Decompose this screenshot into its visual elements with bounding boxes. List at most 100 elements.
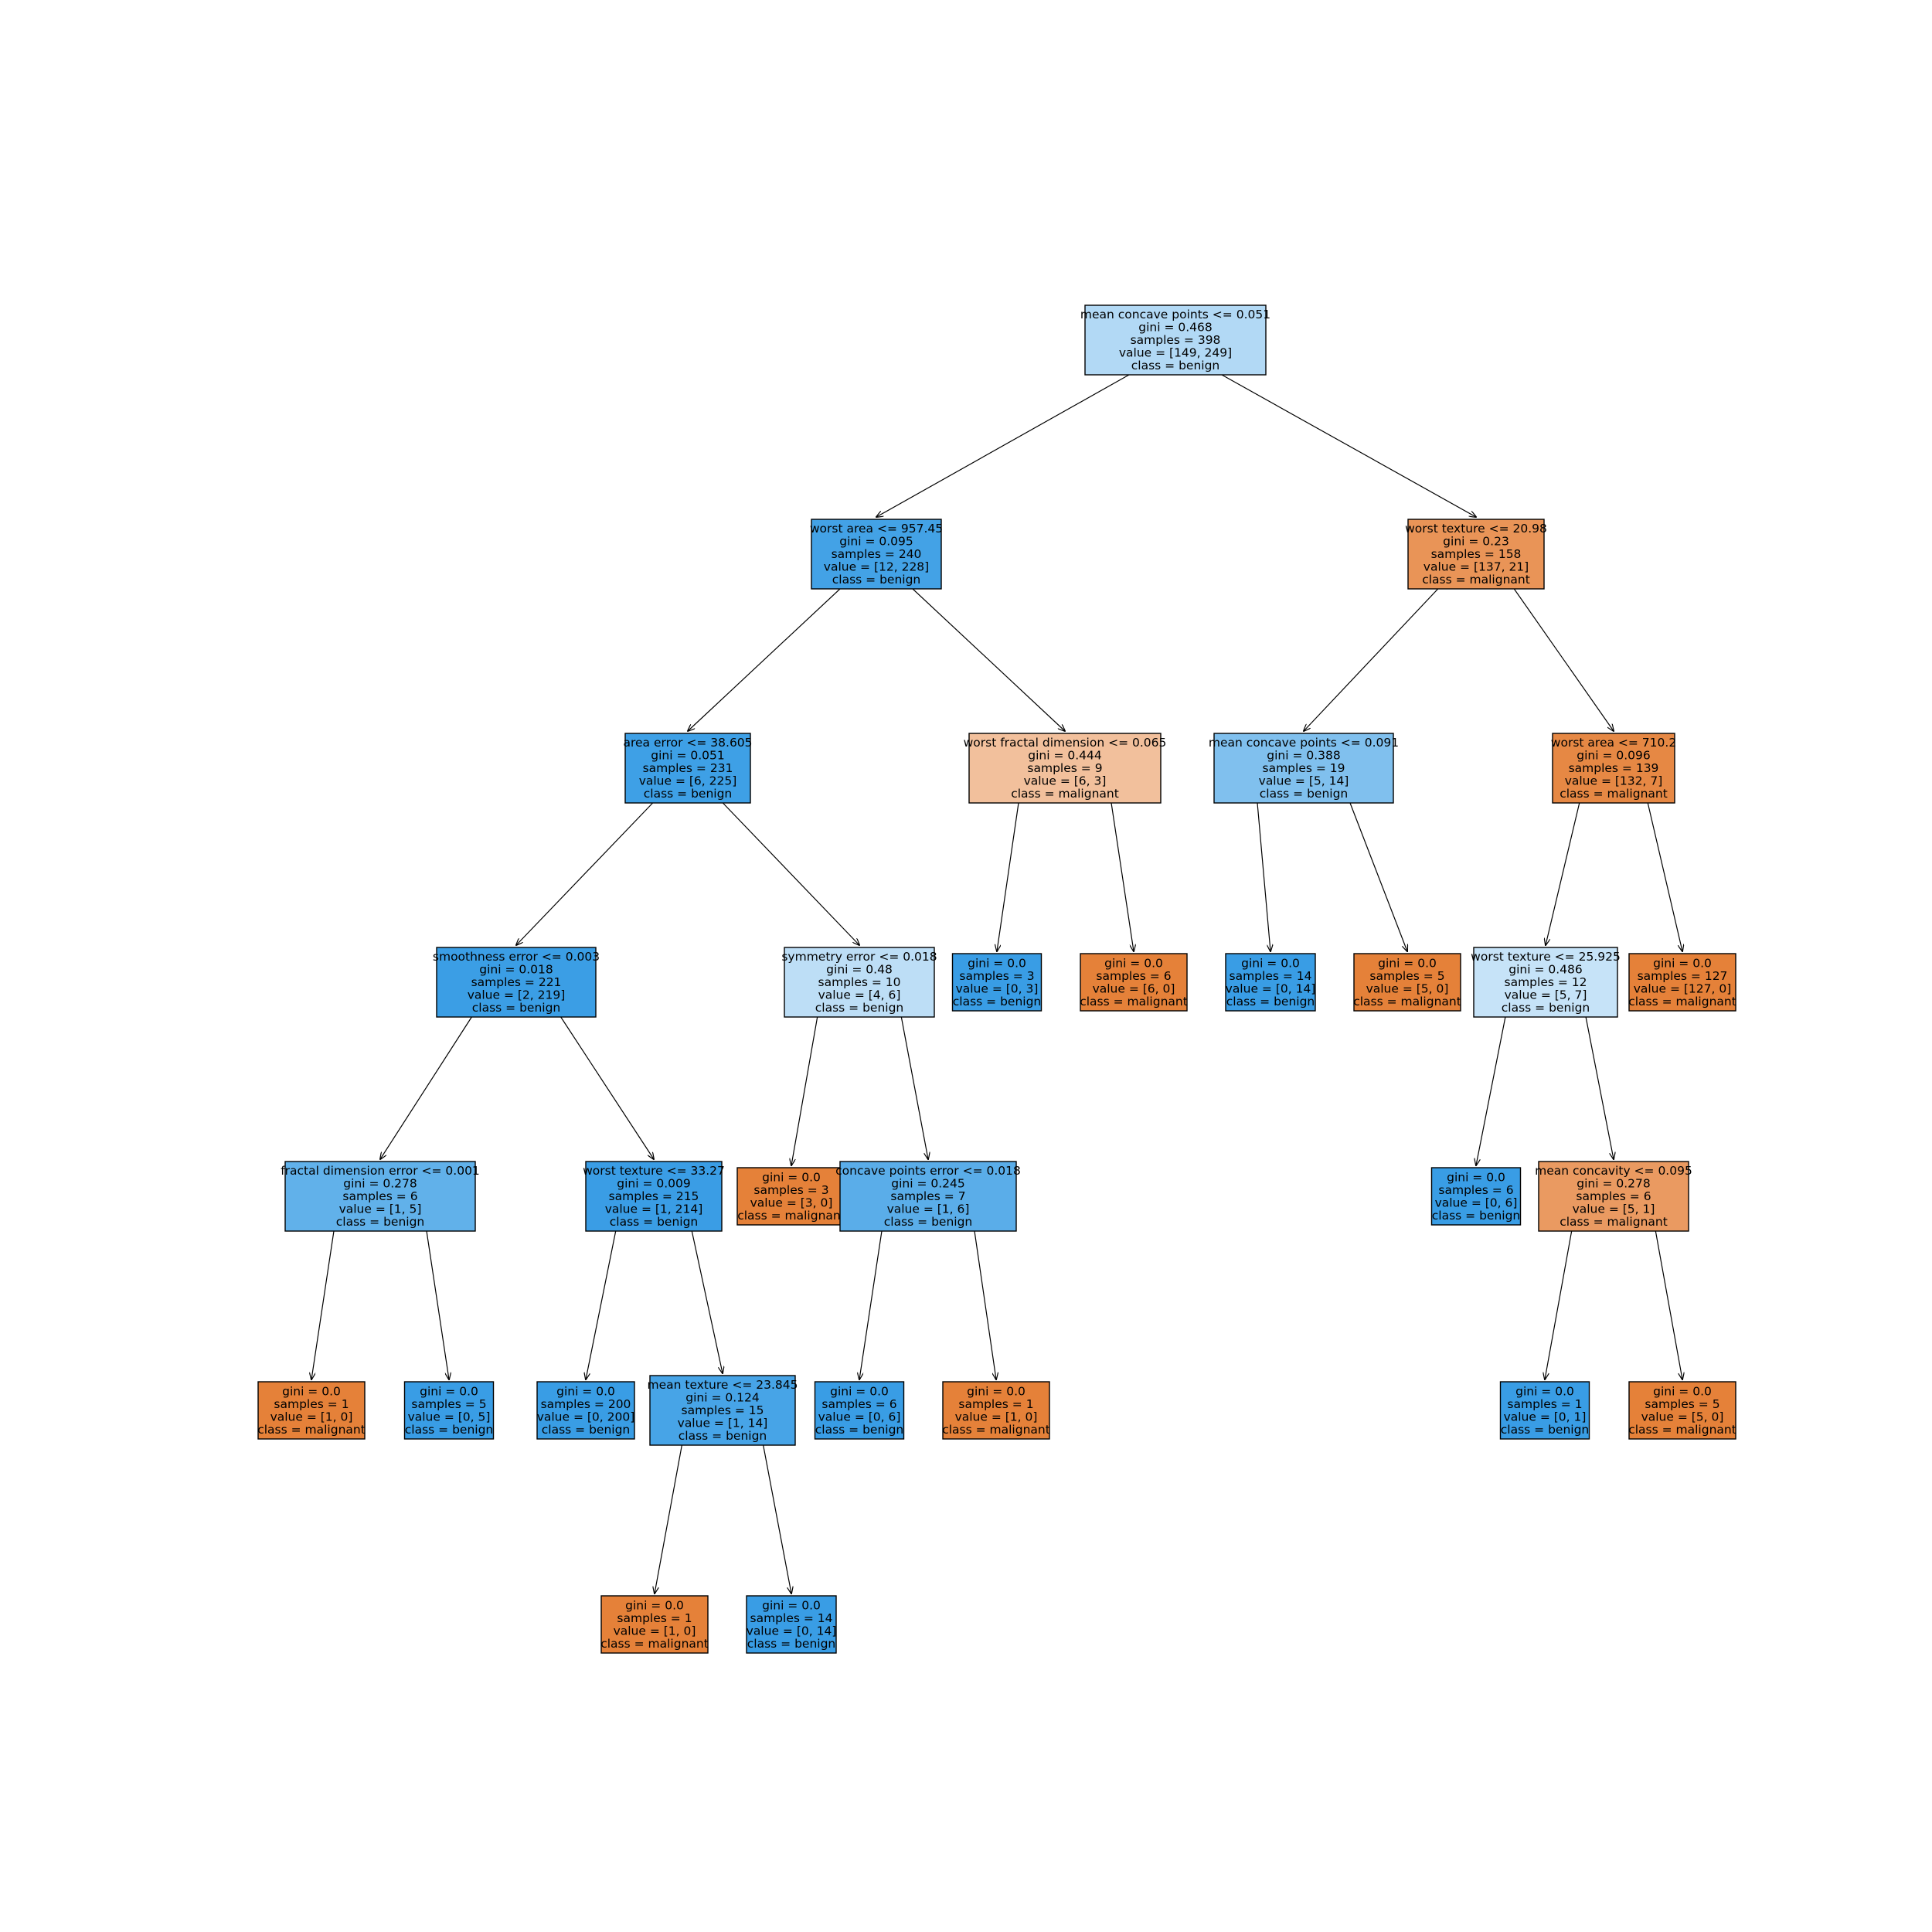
tree-node-line: value = [0, 3] — [956, 981, 1039, 995]
tree-node-line: gini = 0.009 — [617, 1177, 691, 1191]
tree-node-line: value = [1, 0] — [270, 1410, 353, 1423]
tree-node-line: gini = 0.23 — [1443, 535, 1509, 549]
tree-node-line: value = [4, 6] — [818, 988, 901, 1002]
tree-node-line: class = malignant — [1080, 995, 1188, 1009]
tree-node-box — [585, 1161, 723, 1232]
tree-node-line: value = [0, 5] — [408, 1410, 491, 1423]
tree-node-line: class = malignant — [942, 1423, 1050, 1437]
tree-node-box — [811, 519, 942, 590]
tree-node-line: worst area <= 957.45 — [810, 522, 943, 536]
tree-node-line: worst texture <= 25.925 — [1471, 950, 1621, 964]
tree-node-line: class = benign — [405, 1423, 494, 1437]
tree-node-line: samples = 6 — [1096, 969, 1171, 983]
tree-node-line: class = benign — [1432, 1209, 1521, 1223]
tree-node-line: samples = 139 — [1569, 761, 1659, 775]
tree-node-box — [1407, 519, 1545, 590]
tree-node-box — [436, 947, 597, 1018]
tree-node-box — [624, 733, 751, 804]
tree-node-line: gini = 0.0 — [967, 1384, 1026, 1398]
tree-node-line: gini = 0.0 — [282, 1384, 341, 1398]
tree-edge — [1304, 588, 1439, 731]
tree-node-box — [649, 1375, 796, 1446]
tree-node-line: value = [0, 1] — [1504, 1410, 1587, 1423]
tree-node-line: value = [6, 0] — [1093, 981, 1175, 995]
tree-node-line: gini = 0.0 — [556, 1384, 615, 1398]
tree-node-line: value = [0, 14] — [1226, 981, 1316, 995]
tree-node-box — [1473, 947, 1618, 1018]
tree-node-line: value = [0, 6] — [1435, 1196, 1518, 1209]
tree-node-line: samples = 1 — [274, 1397, 349, 1411]
tree-node-line: gini = 0.0 — [420, 1384, 478, 1398]
tree-node-line: gini = 0.278 — [1577, 1177, 1651, 1191]
tree-edge — [1655, 1230, 1682, 1379]
tree-node-line: class = benign — [1226, 995, 1315, 1009]
tree-node-line: value = [5, 14] — [1259, 774, 1349, 788]
tree-node-line: samples = 7 — [890, 1189, 965, 1203]
tree-node-line: mean concavity <= 0.095 — [1535, 1164, 1692, 1178]
tree-node-line: class = malignant — [600, 1637, 709, 1651]
tree-node-line: gini = 0.0 — [968, 956, 1026, 970]
tree-node-line: class = benign — [610, 1215, 699, 1229]
tree-edge — [311, 1230, 335, 1379]
tree-node-line: samples = 240 — [832, 547, 922, 561]
tree-node-box — [968, 733, 1162, 804]
tree-node-line: value = [137, 21] — [1423, 560, 1529, 574]
tree-node-line: gini = 0.0 — [1447, 1170, 1505, 1184]
tree-node-line: class = malignant — [257, 1423, 366, 1437]
tree-node-box — [1430, 1167, 1522, 1226]
tree-node-line: samples = 3 — [753, 1183, 828, 1197]
tree-node-box — [736, 1167, 846, 1226]
tree-edges — [311, 374, 1682, 1594]
tree-node-line: samples = 231 — [643, 761, 733, 775]
tree-node-line: samples = 158 — [1431, 547, 1522, 561]
tree-node-line: class = malignant — [1422, 573, 1530, 587]
tree-node-line: class = benign — [815, 1423, 904, 1437]
tree-node-line: gini = 0.0 — [1378, 956, 1437, 970]
tree-node-line: samples = 221 — [471, 975, 562, 989]
tree-edge — [1545, 1230, 1573, 1379]
tree-node-line: area error <= 38.605 — [623, 736, 752, 750]
tree-node-line: value = [1, 214] — [605, 1202, 703, 1216]
tree-node-line: class = benign — [884, 1215, 973, 1229]
tree-node-line: class = benign — [953, 995, 1042, 1009]
tree-node-line: value = [1, 0] — [614, 1624, 696, 1638]
tree-node-line: gini = 0.468 — [1138, 321, 1213, 335]
tree-edge — [560, 1016, 654, 1159]
tree-node-line: samples = 398 — [1131, 333, 1221, 347]
tree-node-line: value = [0, 200] — [537, 1410, 635, 1423]
tree-node-line: class = benign — [1131, 359, 1220, 372]
tree-node-line: value = [1, 0] — [955, 1410, 1038, 1423]
tree-node-line: class = benign — [1501, 1423, 1590, 1437]
tree-node-box — [403, 1381, 495, 1440]
tree-node-line: value = [149, 249] — [1119, 346, 1232, 360]
tree-node-box — [1499, 1381, 1590, 1440]
tree-node-line: mean concave points <= 0.091 — [1209, 736, 1399, 750]
tree-node-line: class = benign — [747, 1637, 836, 1651]
tree-edge — [1221, 374, 1476, 517]
tree-node-line: samples = 6 — [821, 1397, 896, 1411]
tree-edge — [722, 802, 859, 945]
tree-node-line: gini = 0.0 — [1653, 1384, 1712, 1398]
tree-node-line: worst texture <= 33.27 — [583, 1164, 725, 1178]
tree-edge — [655, 1444, 682, 1594]
tree-edge — [380, 1016, 472, 1159]
tree-edge — [876, 374, 1130, 517]
tree-node-line: samples = 10 — [818, 975, 901, 989]
tree-node-line: gini = 0.0 — [830, 1384, 889, 1398]
tree-edge — [516, 802, 654, 945]
